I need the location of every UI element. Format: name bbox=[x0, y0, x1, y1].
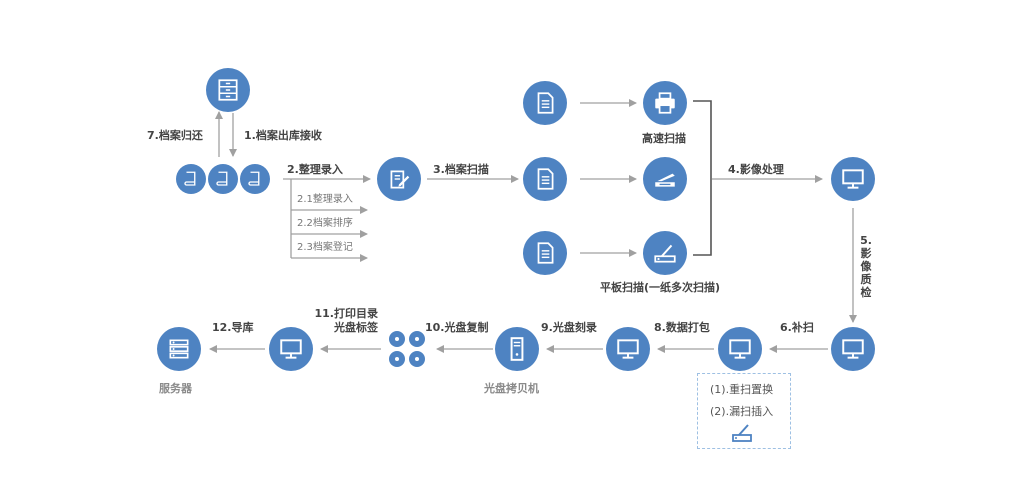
label-step4: 4.影像处理 bbox=[728, 163, 784, 176]
rescan-options-box: (1).重扫置换 (2).漏扫插入 bbox=[697, 373, 791, 449]
label-step2-1: 2.1整理录入 bbox=[297, 194, 353, 205]
label-step10: 10.光盘复制 bbox=[425, 321, 489, 334]
label-step6: 6.补扫 bbox=[780, 321, 814, 334]
print-node bbox=[269, 327, 313, 371]
handheld-scanner-icon bbox=[732, 424, 752, 442]
label-step2: 2.整理录入 bbox=[287, 163, 343, 176]
monitor-icon bbox=[280, 339, 302, 359]
label-step5-char: 质 bbox=[860, 273, 872, 286]
scanner-bracket bbox=[693, 100, 712, 256]
book-icon bbox=[216, 171, 228, 186]
label-step12: 12.导库 bbox=[212, 321, 254, 334]
printer-node bbox=[643, 81, 687, 125]
label-step8: 8.数据打包 bbox=[654, 321, 710, 334]
monitor-icon bbox=[842, 169, 864, 189]
book-node-2 bbox=[208, 164, 238, 194]
handheld-scanner-node bbox=[643, 231, 687, 275]
document-node-3 bbox=[523, 231, 567, 275]
book-icon bbox=[248, 171, 260, 186]
label-step2-3: 2.3档案登记 bbox=[297, 242, 353, 253]
document-icon bbox=[537, 242, 554, 264]
flatbed-scanner-icon bbox=[655, 173, 675, 187]
label-step2-2: 2.2档案排序 bbox=[297, 218, 353, 229]
label-step7: 7.档案归还 bbox=[147, 129, 203, 142]
label-high-speed-scan: 高速扫描 bbox=[642, 132, 686, 145]
label-step5-char: 影 bbox=[860, 247, 872, 260]
printer-icon bbox=[655, 92, 675, 114]
label-step11-line2: 光盘标签 bbox=[334, 321, 378, 334]
file-cabinet-icon bbox=[218, 79, 238, 101]
disc-group bbox=[387, 329, 427, 369]
monitor-icon bbox=[729, 339, 751, 359]
server-node bbox=[157, 327, 201, 371]
disc-copier-node bbox=[495, 327, 539, 371]
label-step5-char: 像 bbox=[860, 260, 872, 273]
rescan-option-2: (2).漏扫插入 bbox=[710, 405, 774, 418]
label-step11: 11.打印目录 光盘标签 bbox=[300, 307, 379, 335]
document-icon bbox=[537, 92, 554, 114]
label-step9: 9.光盘刻录 bbox=[541, 321, 597, 334]
monitor-icon bbox=[842, 339, 864, 359]
rescan-node bbox=[718, 327, 762, 371]
rescan-option-1: (1).重扫置换 bbox=[710, 383, 774, 396]
image-processing-node bbox=[831, 157, 875, 201]
label-server: 服务器 bbox=[159, 382, 192, 395]
document-pen-icon bbox=[390, 170, 410, 189]
handheld-scanner-icon bbox=[654, 244, 676, 263]
qc-node bbox=[831, 327, 875, 371]
document-node-1 bbox=[523, 81, 567, 125]
server-rack-icon bbox=[169, 339, 189, 359]
organize-node bbox=[377, 157, 421, 201]
label-step11-line1: 11.打印目录 bbox=[314, 307, 379, 320]
label-step3: 3.档案扫描 bbox=[433, 163, 489, 176]
disc-icon bbox=[389, 331, 405, 347]
package-node bbox=[606, 327, 650, 371]
computer-tower-icon bbox=[510, 337, 524, 361]
book-node-3 bbox=[240, 164, 270, 194]
disc-icon bbox=[409, 331, 425, 347]
book-icon bbox=[184, 171, 196, 186]
book-node-1 bbox=[176, 164, 206, 194]
label-step5: 5. 影 像 质 检 bbox=[859, 234, 873, 299]
monitor-icon bbox=[617, 339, 639, 359]
label-flatbed-scan: 平板扫描(一纸多次扫描) bbox=[600, 281, 721, 294]
disc-icon bbox=[389, 351, 405, 367]
document-icon bbox=[537, 168, 554, 190]
flatbed-scanner-node bbox=[643, 157, 687, 201]
label-disc-copier: 光盘拷贝机 bbox=[484, 382, 539, 395]
label-step5-char: 检 bbox=[860, 286, 872, 299]
disc-icon bbox=[409, 351, 425, 367]
label-step1: 1.档案出库接收 bbox=[244, 129, 322, 142]
file-cabinet-node bbox=[206, 68, 250, 112]
document-node-2 bbox=[523, 157, 567, 201]
label-step5-char: 5. bbox=[860, 234, 872, 247]
